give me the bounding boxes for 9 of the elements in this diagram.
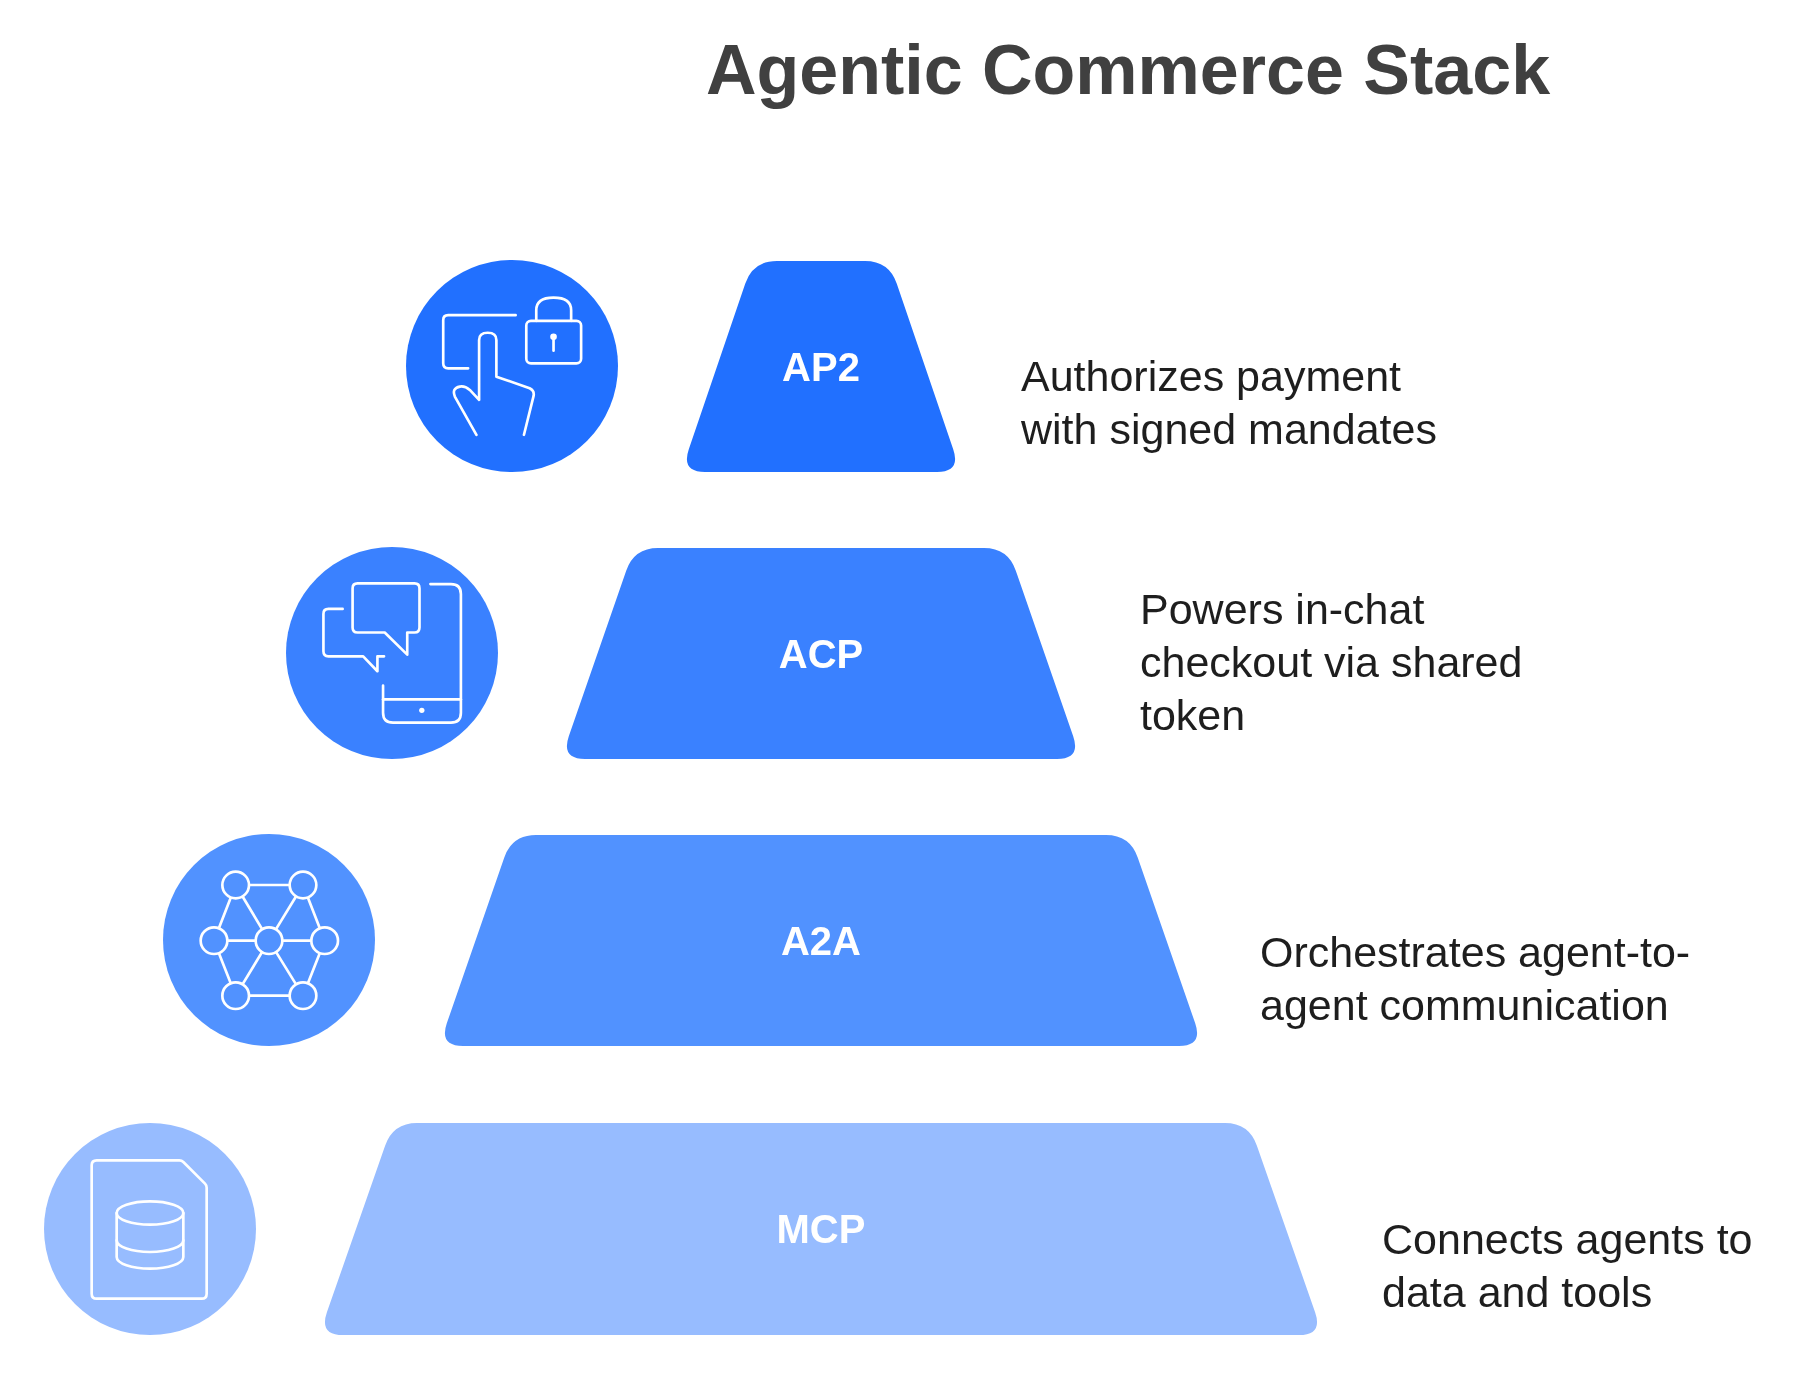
tier-description: Powers in-chat checkout via shared token <box>1140 584 1524 741</box>
tier-label: MCP <box>776 1206 866 1253</box>
tier-label: A2A <box>781 917 861 965</box>
tier-label: AP2 <box>782 343 860 391</box>
tier-description: Orchestrates agent-to-agent communication <box>1260 927 1692 1031</box>
tier-description: Authorizes payment with signed mandates <box>1021 351 1438 455</box>
tier-label: ACP <box>778 630 864 678</box>
title: Agentic Commerce Stack <box>705 30 1551 111</box>
tier-description: Connects agents to data and tools <box>1382 1214 1754 1318</box>
